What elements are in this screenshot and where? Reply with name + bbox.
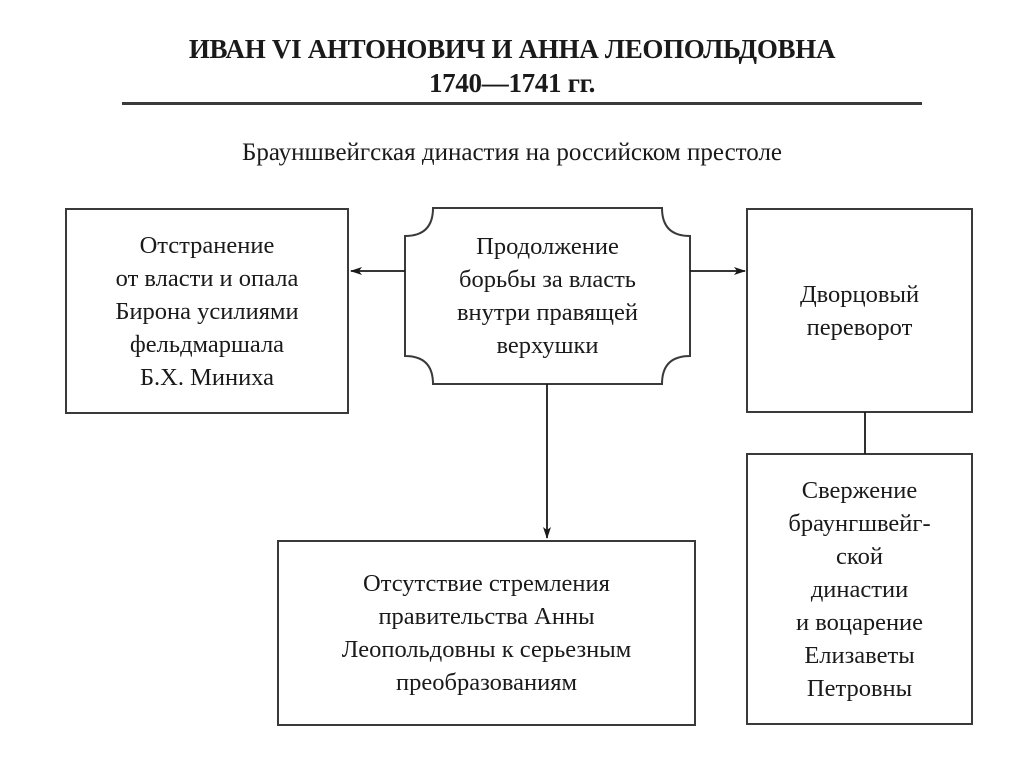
title-divider <box>122 102 922 105</box>
node-right-bottom-text: Свержение браунгшвейг- ской династии и в… <box>788 476 931 702</box>
node-center-text: Продолжение борьбы за власть внутри прав… <box>456 233 639 359</box>
page-title: ИВАН VI АНТОНОВИЧ И АННА ЛЕОПОЛЬДОВНА <box>188 34 836 64</box>
diagram-subtitle: Брауншвейгская династия на российском пр… <box>241 139 783 166</box>
node-bottom-text: Отсутствие стремления правительства Анны… <box>341 570 632 696</box>
node-left-box <box>65 208 349 414</box>
page-title-years: 1740—1741 гг. <box>428 68 596 98</box>
node-bottom-box <box>277 540 696 726</box>
node-right-top-box <box>746 208 973 413</box>
node-center-box <box>404 207 691 385</box>
node-right-bottom-box <box>746 453 973 725</box>
node-left-text: Отстранение от власти и опала Бирона уси… <box>115 231 299 391</box>
node-right-top-text: Дворцовый переворот <box>799 280 920 341</box>
